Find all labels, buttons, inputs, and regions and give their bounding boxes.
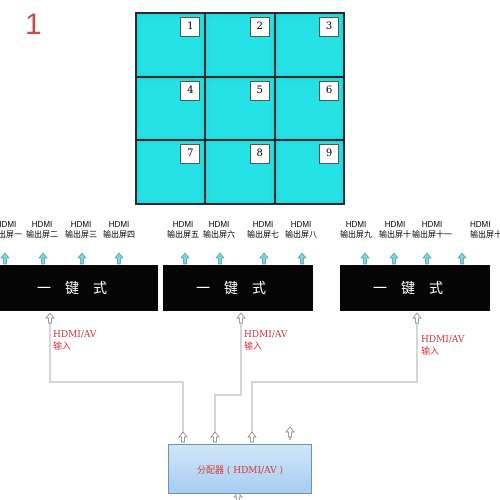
- page-number: 1: [25, 8, 42, 41]
- screen-number: 5: [249, 80, 270, 101]
- screen-number: 8: [249, 144, 270, 165]
- splitter-box: 分配器 ( HDMI/AV ): [168, 444, 312, 494]
- screen-number: 1: [180, 17, 201, 37]
- output-arrow-6: [215, 252, 225, 265]
- output-arrow-8: [297, 252, 307, 265]
- screen-cell-6: 6: [274, 76, 344, 141]
- screen-number: 3: [319, 17, 339, 37]
- output-arrow-12: [457, 252, 467, 265]
- screen-number: 4: [180, 80, 201, 101]
- screen-cell-9: 9: [274, 140, 344, 204]
- screen-cell-7: 7: [136, 140, 206, 204]
- video-wall-grid: 1 2 3 4 5 6 7 8 9: [135, 12, 345, 205]
- input-arrow-2: [236, 312, 246, 324]
- screen-number: 7: [180, 144, 201, 165]
- input-arrow-3: [412, 312, 422, 324]
- output-arrow-9: [360, 252, 370, 265]
- screen-cell-2: 2: [205, 13, 275, 77]
- screen-number: 9: [319, 144, 339, 165]
- output-arrow-2: [38, 252, 48, 265]
- output-arrow-3: [77, 252, 87, 265]
- output-arrow-1: [0, 252, 10, 265]
- one-key-unit-3: 一键式: [340, 265, 490, 311]
- screen-number: 6: [319, 80, 339, 101]
- screen-cell-1: 1: [136, 13, 206, 77]
- wire-to-unit-2: [214, 318, 242, 440]
- screen-cell-8: 8: [205, 140, 275, 204]
- splitter-port-arrow-3: [247, 431, 257, 443]
- splitter-port-arrow-4: [285, 426, 295, 438]
- one-key-unit-2: 一键式: [163, 265, 313, 311]
- output-arrow-7: [259, 252, 269, 265]
- screen-cell-4: 4: [136, 76, 206, 141]
- output-arrow-5: [180, 252, 190, 265]
- port-label-12: HDMI输出屏十二: [470, 220, 500, 239]
- splitter-port-arrow-2: [210, 431, 220, 443]
- screen-cell-5: 5: [205, 76, 275, 141]
- splitter-label: 分配器 ( HDMI/AV ): [196, 465, 284, 476]
- screen-cell-3: 3: [274, 13, 344, 77]
- output-arrow-4: [114, 252, 124, 265]
- one-key-unit-1: 一键式: [0, 265, 158, 311]
- port-label-1: HDMI输出屏一: [0, 220, 22, 239]
- output-arrow-11: [422, 252, 432, 265]
- input-arrow-1: [45, 312, 55, 324]
- screen-number: 2: [249, 17, 270, 37]
- output-arrow-10: [389, 252, 399, 265]
- splitter-port-arrow-1: [178, 431, 188, 443]
